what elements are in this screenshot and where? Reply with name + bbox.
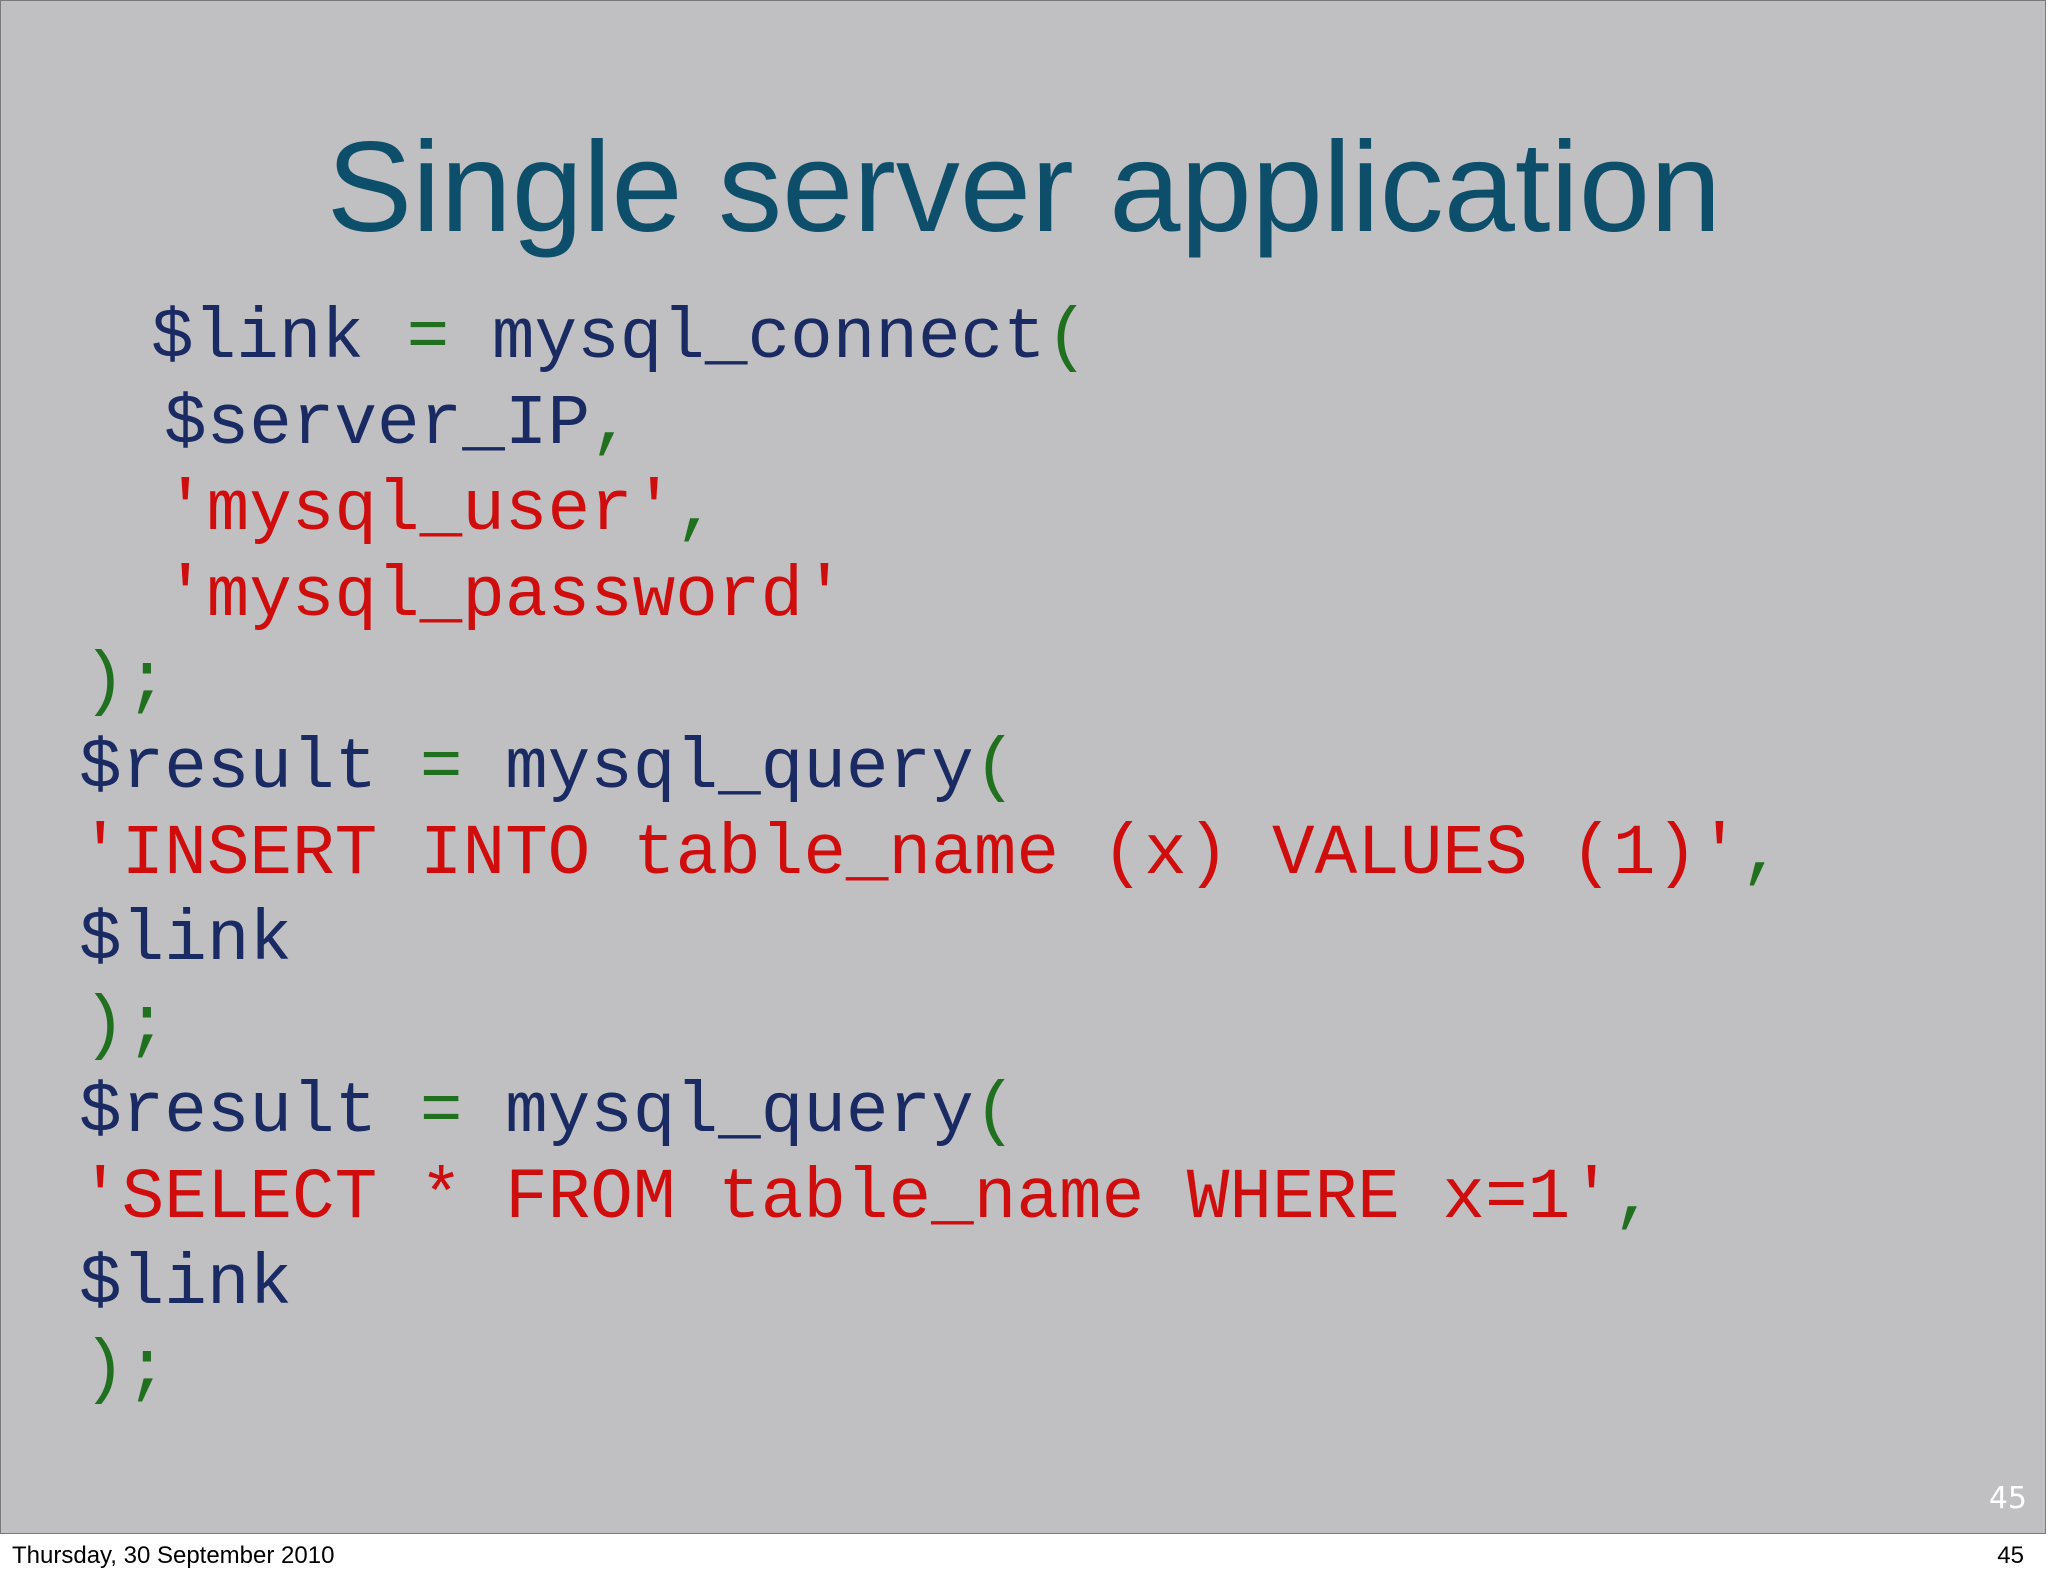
code-line: $link = mysql_connect( [151,296,1088,382]
code-comma: , [1612,1159,1656,1239]
slide: Single server application $link = mysql_… [0,0,2046,1534]
code-variable: $server_IP [164,385,591,465]
code-operator: = [419,1073,463,1153]
code-string: 'mysql_password' [164,557,846,637]
code-paren: ( [973,729,1017,809]
code-line: $result = mysql_query( [79,726,1016,812]
code-variable: $link [79,1245,293,1325]
code-line: $server_IP, [164,382,633,468]
code-line: ); [83,640,168,726]
code-function: mysql_connect [491,299,1046,379]
slide-title: Single server application [326,116,1722,259]
code-variable: $link [151,299,365,379]
code-variable: $result [79,729,378,809]
code-line: 'mysql_user', [164,468,718,554]
code-comma: , [590,385,633,465]
code-line: $result = mysql_query( [79,1070,1016,1156]
code-string: 'INSERT INTO table_name (x) VALUES (1)' [79,815,1741,895]
code-line: 'INSERT INTO table_name (x) VALUES (1)', [79,812,1783,898]
code-line: 'SELECT * FROM table_name WHERE x=1', [79,1156,1655,1242]
code-line: $link [79,898,292,984]
code-paren: ( [1045,299,1089,379]
code-operator: = [406,299,450,379]
code-function: mysql_query [505,1073,974,1153]
code-operator: = [419,729,463,809]
code-comma: , [1740,815,1784,895]
page-footer: Thursday, 30 September 2010 45 [0,1536,2048,1576]
code-line: ); [83,984,168,1070]
footer-page-number: 45 [1997,1542,2024,1569]
code-line: $link [79,1242,292,1328]
code-close: ); [83,987,169,1067]
code-line: 'mysql_password' [164,554,846,640]
code-string: 'mysql_user' [164,471,676,551]
code-close: ); [83,1331,169,1411]
code-string: 'SELECT * FROM table_name WHERE x=1' [79,1159,1613,1239]
code-variable: $link [79,901,293,981]
code-close: ); [83,643,169,723]
code-function: mysql_query [505,729,974,809]
code-paren: ( [973,1073,1017,1153]
code-variable: $result [79,1073,378,1153]
code-line: ); [83,1328,168,1414]
code-comma: , [675,471,718,551]
footer-date: Thursday, 30 September 2010 [12,1542,335,1569]
slide-number: 45 [1988,1481,2027,1516]
